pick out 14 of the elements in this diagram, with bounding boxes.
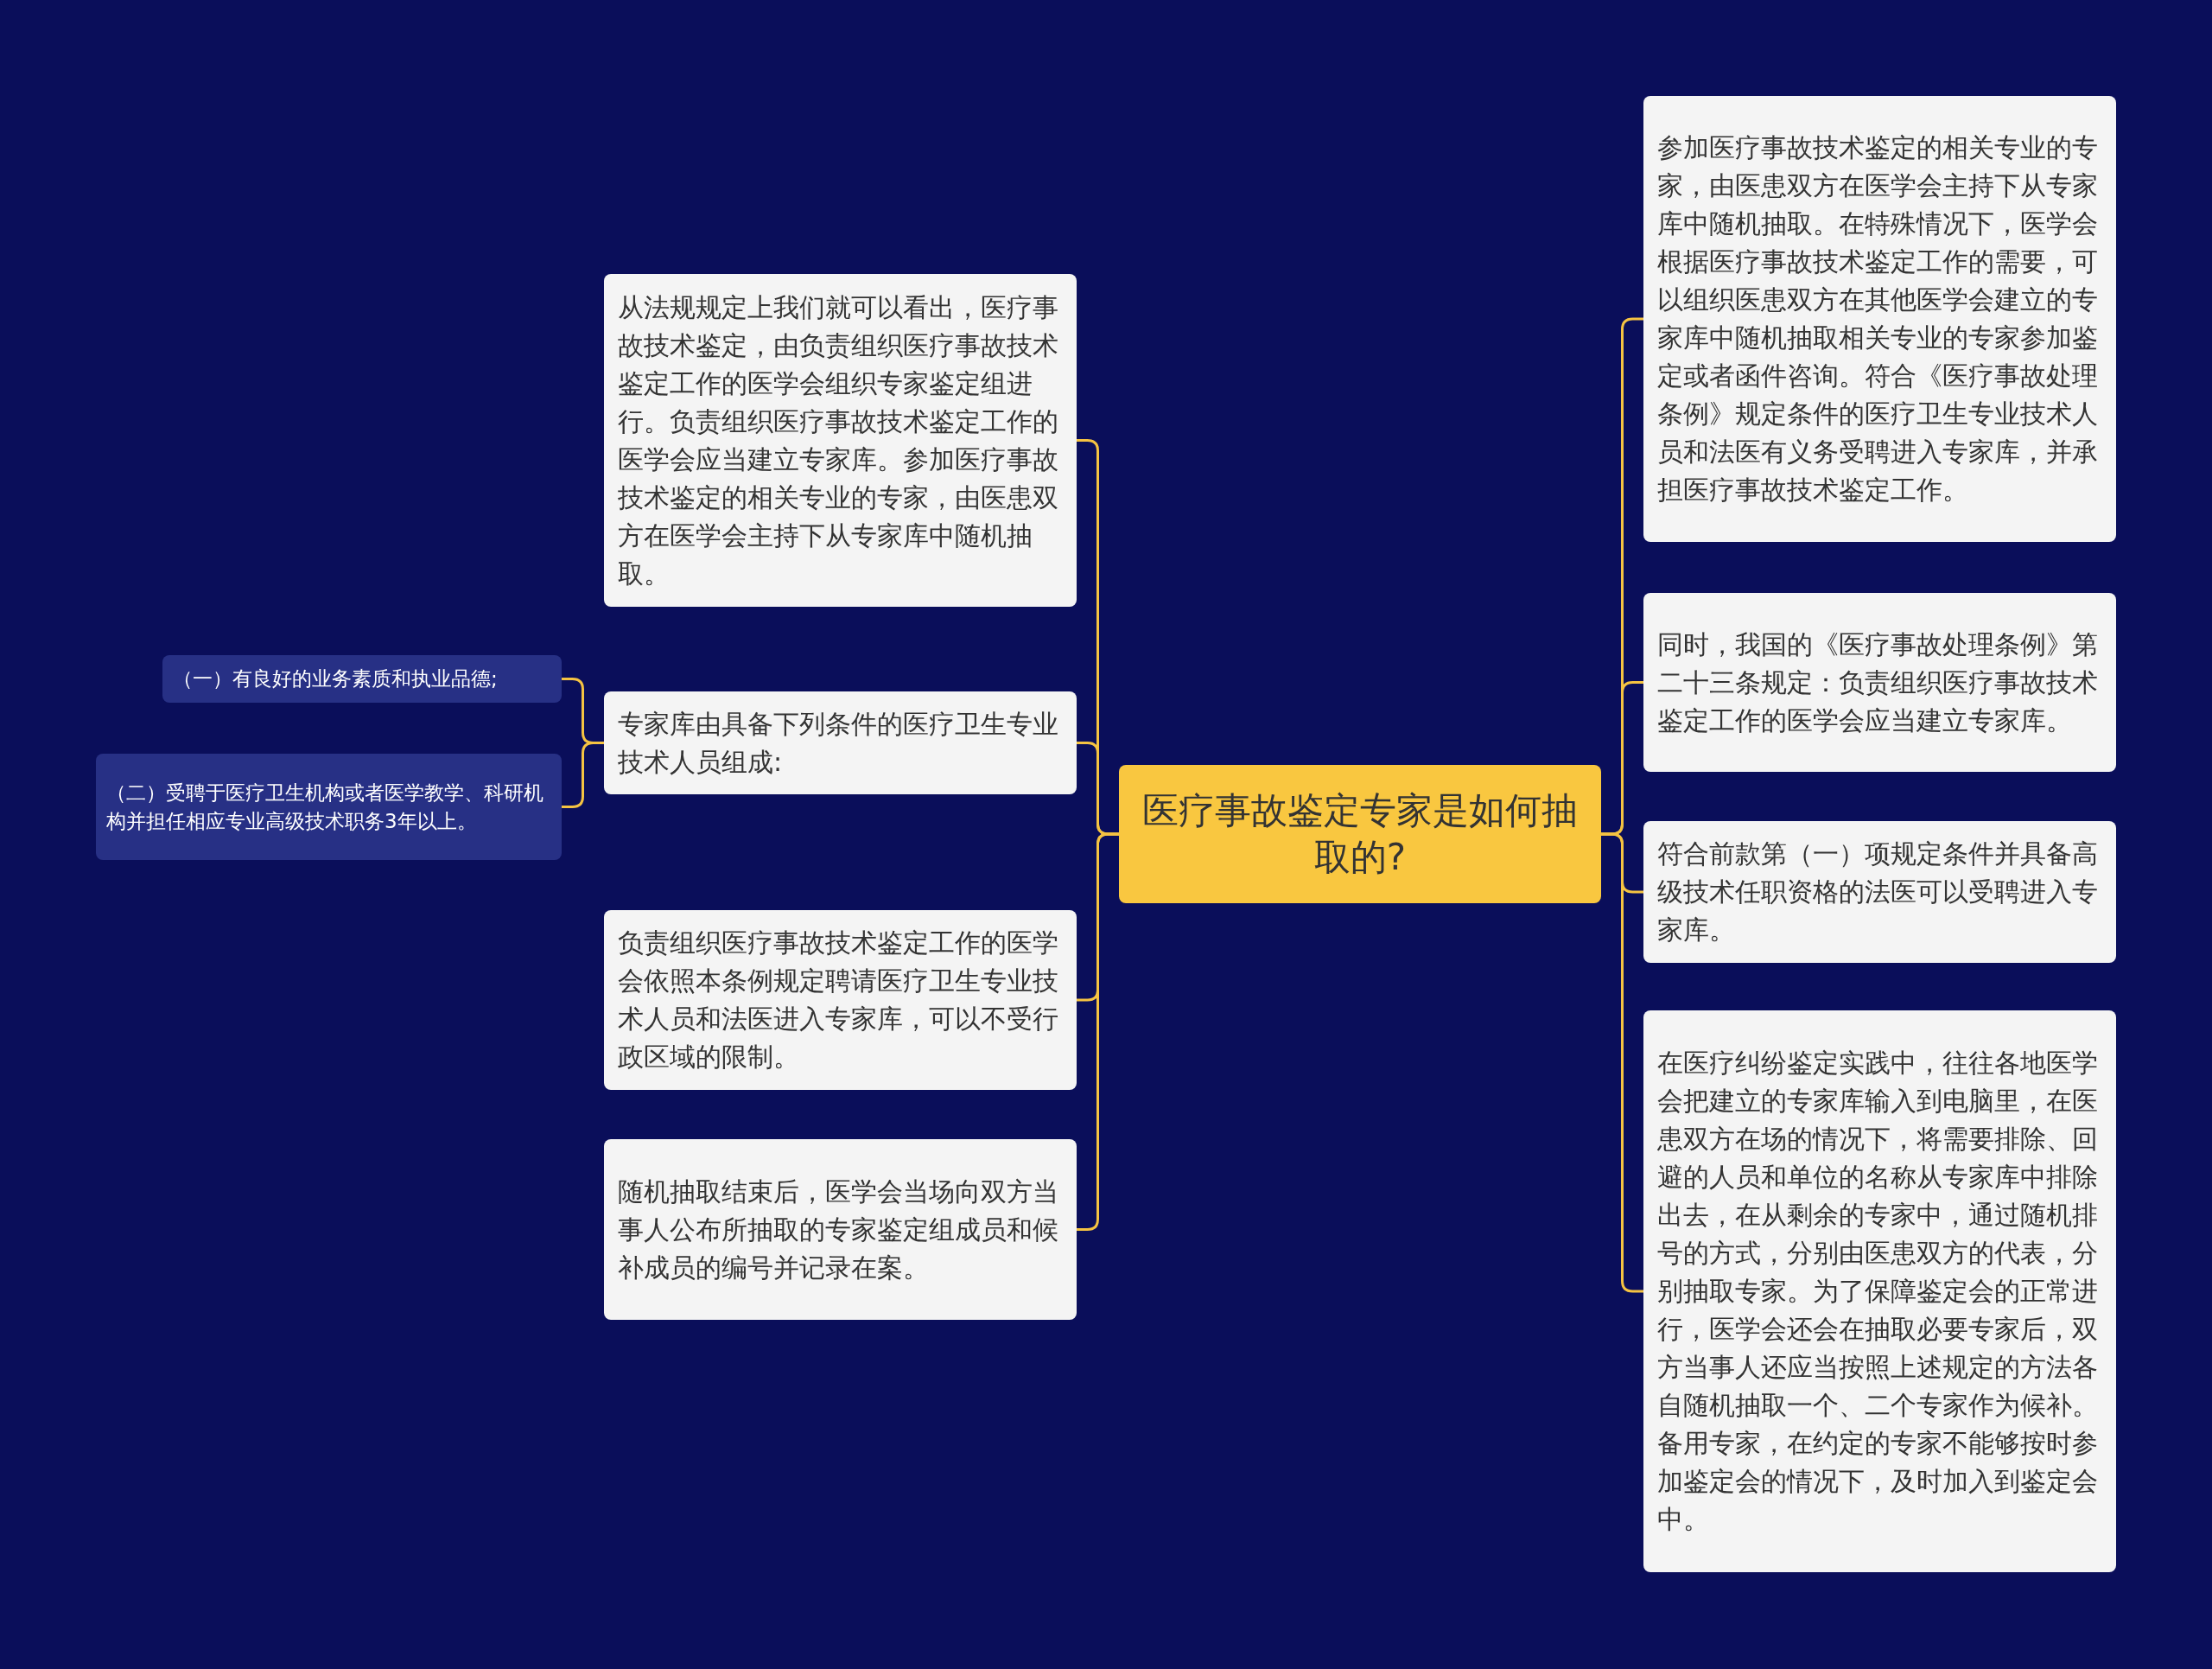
topic-box: 在医疗纠纷鉴定实践中，往往各地医学会把建立的专家库输入到电脑里，在医患双方在场的情况下，将需要排除、回避的人员和单位的名称从专家库中排除出去，在从剩余的专家中，通过随机排号的方式，分别由医患双方的代表，分别抽取专家。为了保障鉴定会的正常进行，医学会还会在抽取必要专家后，双方当事人还应当按照上述规定的方法各自随机抽取一个、二个专家作为候补。备用专家，在约定的专家不能够按时参加鉴定会的情况下，及时加入到鉴定会中。 [1643,1010,2116,1572]
connector-line [1077,832,1119,1231]
topic-box: 参加医疗事故技术鉴定的相关专业的专家，由医患双方在医学会主持下从专家库中随机抽取。在特殊情况下，医学会根据医疗事故技术鉴定工作的需要，可以组织医患双方在其他医学会建立的专家库中随机抽取相关专业的专家参加鉴定或者函件咨询。符合《医疗事故处理条例》规定条件的医疗卫生专业技术人员和法医有义务受聘进入专家库，并承担医疗事故技术鉴定工作。 [1643,96,2116,542]
topic-box: 专家库由具备下列条件的医疗卫生专业技术人员组成: [604,691,1077,794]
connector-line [562,742,604,808]
central-topic-box: 医疗事故鉴定专家是如何抽取的? [1119,765,1601,903]
connector-line [1601,832,1643,1293]
topic-box: 同时，我国的《医疗事故处理条例》第二十三条规定：负责组织医疗事故技术鉴定工作的医学会应当建立专家库。 [1643,593,2116,772]
subtopic-box: （一）有良好的业务素质和执业品德; [162,655,562,703]
topic-box: 从法规规定上我们就可以看出，医疗事故技术鉴定，由负责组织医疗事故技术鉴定工作的医学会组织专家鉴定组进行。负责组织医疗事故技术鉴定工作的医学会应当建立专家库。参加医疗事故技术鉴定的相关专业的专家，由医患双方在医学会主持下从专家库中随机抽取。 [604,274,1077,607]
topic-box: 随机抽取结束后，医学会当场向双方当事人公布所抽取的专家鉴定组成员和候补成员的编号并记录在案。 [604,1139,1077,1320]
topic-box: 负责组织医疗事故技术鉴定工作的医学会依照本条例规定聘请医疗卫生专业技术人员和法医进入专家库，可以不受行政区域的限制。 [604,910,1077,1090]
topic-box: 符合前款第（一）项规定条件并具备高级技术任职资格的法医可以受聘进入专家库。 [1643,821,2116,963]
subtopic-box: （二）受聘于医疗卫生机构或者医学教学、科研机构并担任相应专业高级技术职务3年以上。 [96,754,562,860]
